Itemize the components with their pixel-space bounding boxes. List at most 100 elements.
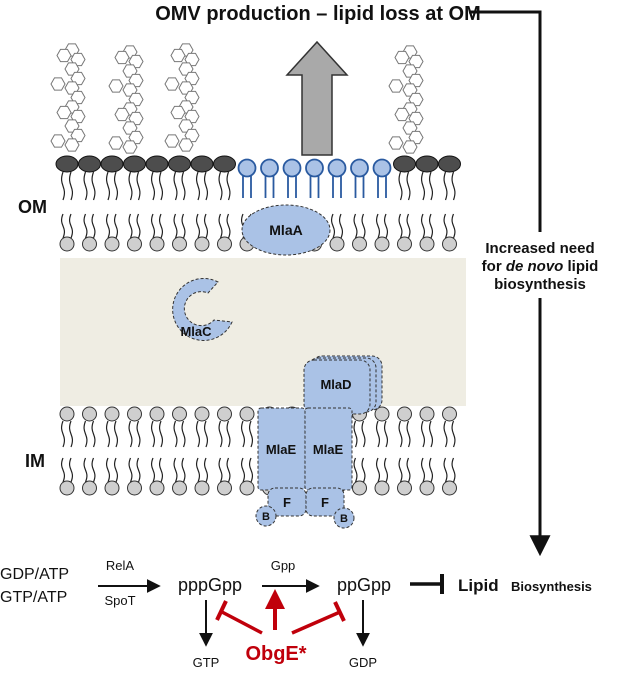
- lps-sugar-chains: [50, 43, 424, 154]
- lipid-label: Lipid: [458, 576, 499, 595]
- mlab-right-protein: [333, 507, 355, 529]
- lps-tail: [181, 171, 186, 201]
- om-inner-head: [397, 236, 412, 252]
- lps-sugar-branch-hexagon: [388, 136, 404, 150]
- lps-head: [213, 155, 236, 173]
- lps-head: [168, 155, 191, 173]
- om-blue-lipid-head: [350, 158, 369, 178]
- im-outer-head: [172, 406, 187, 422]
- im-inner-head: [59, 480, 75, 496]
- lps-tail: [136, 171, 141, 201]
- im-outer-head: [442, 406, 457, 422]
- om-inner-tail: [218, 213, 223, 239]
- lps-sugar-branch-hexagon: [170, 105, 186, 120]
- im-inner-tail: [406, 457, 411, 483]
- lps-sugar-branch-hexagon: [170, 48, 186, 63]
- im-outer-head: [239, 406, 255, 422]
- om-inner-tail: [451, 213, 456, 239]
- im-outer-head: [374, 406, 390, 422]
- om-inner-tail: [83, 213, 88, 239]
- im-outer-head: [59, 406, 75, 422]
- mlaa-protein: [241, 204, 331, 256]
- im-inner-head: [374, 480, 390, 496]
- im-inner-head: [104, 480, 120, 496]
- side-note-line3: biosynthesis: [494, 276, 586, 293]
- pppgpp-label: pppGpp: [178, 575, 242, 595]
- gtp-label: GTP: [193, 655, 220, 670]
- im-inner-tail: [218, 457, 223, 483]
- lps-sugar-branch-hexagon: [108, 79, 124, 93]
- im-outer-tail: [420, 420, 426, 448]
- om-blue-lipid-tail: [354, 176, 365, 198]
- im-outer-head: [419, 406, 435, 422]
- lps-head: [393, 155, 416, 173]
- mlaf-left-label: F: [283, 495, 291, 510]
- lps-tail: [150, 171, 156, 201]
- im-inner-tail: [173, 457, 178, 483]
- im-outer-tail: [428, 420, 434, 448]
- im-outer-tail: [375, 420, 381, 448]
- im-inner-tail: [398, 457, 403, 483]
- im-inner-head: [239, 480, 255, 496]
- mlac-protein: [172, 277, 233, 341]
- lps-tail: [420, 171, 426, 201]
- om-inner-tail: [226, 213, 231, 239]
- om-inner-head: [104, 236, 120, 252]
- om-inner-tail: [158, 213, 164, 239]
- om-inner-tail: [128, 213, 133, 239]
- mlae-right-label: MlaE: [313, 442, 344, 457]
- lps-head: [55, 155, 79, 173]
- lps-tail: [128, 171, 133, 201]
- lps-sugar-hexagon: [402, 140, 418, 154]
- im-inner-tail: [181, 457, 186, 483]
- lps-head: [123, 155, 146, 173]
- im-inner-head: [127, 480, 142, 496]
- lps-tail: [203, 171, 209, 201]
- lps-sugar-branch-hexagon: [394, 107, 410, 122]
- im-outer-head: [194, 406, 210, 422]
- om-inner-head: [194, 236, 210, 252]
- im-outer-head: [127, 406, 142, 422]
- om-inner-tail: [361, 213, 366, 239]
- om-blue-lipid-tail: [287, 176, 297, 198]
- lps-sugar-branch-hexagon: [114, 107, 130, 122]
- mlad-front-subunit: [303, 359, 371, 415]
- lps-sugar-branch-hexagon: [50, 77, 66, 91]
- om-inner-tail: [68, 213, 74, 239]
- im-outer-tail: [451, 420, 456, 448]
- om-inner-tail: [375, 213, 381, 239]
- om-inner-head: [127, 236, 142, 252]
- im-inner-head: [442, 480, 457, 496]
- im-inner-tail: [60, 457, 66, 483]
- lps-tail: [173, 171, 178, 201]
- periplasm-band: [60, 258, 466, 406]
- im-outer-tail: [128, 420, 133, 448]
- om-inner-tail: [338, 213, 344, 239]
- om-inner-tail: [173, 213, 178, 239]
- lps-tail: [158, 171, 164, 201]
- om-inner-head: [149, 236, 165, 252]
- om-inner-tail: [60, 213, 66, 239]
- om-label: OM: [18, 197, 47, 217]
- lps-sugar-branch-hexagon: [394, 50, 410, 65]
- lps-sugar-branch-hexagon: [50, 134, 66, 148]
- om-inner-tail: [181, 213, 186, 239]
- im-outer-tail: [113, 420, 119, 448]
- im-inner-tail: [136, 457, 141, 483]
- im-inner-tail: [68, 457, 74, 483]
- mlae-left-label: MlaE: [266, 442, 297, 457]
- im-inner-tail: [383, 457, 389, 483]
- rela-label: RelA: [106, 558, 135, 573]
- om-inner-tail: [406, 213, 411, 239]
- im-inner-tail: [203, 457, 209, 483]
- im-outer-head: [217, 406, 232, 422]
- om-inner-head: [374, 236, 390, 252]
- lps-head: [78, 155, 101, 173]
- im-inner-tail: [158, 457, 164, 483]
- om-blue-lipid-head: [327, 158, 347, 178]
- mlab-right-label: B: [340, 513, 348, 525]
- im-inner-head: [419, 480, 435, 496]
- lps-tail: [398, 171, 403, 201]
